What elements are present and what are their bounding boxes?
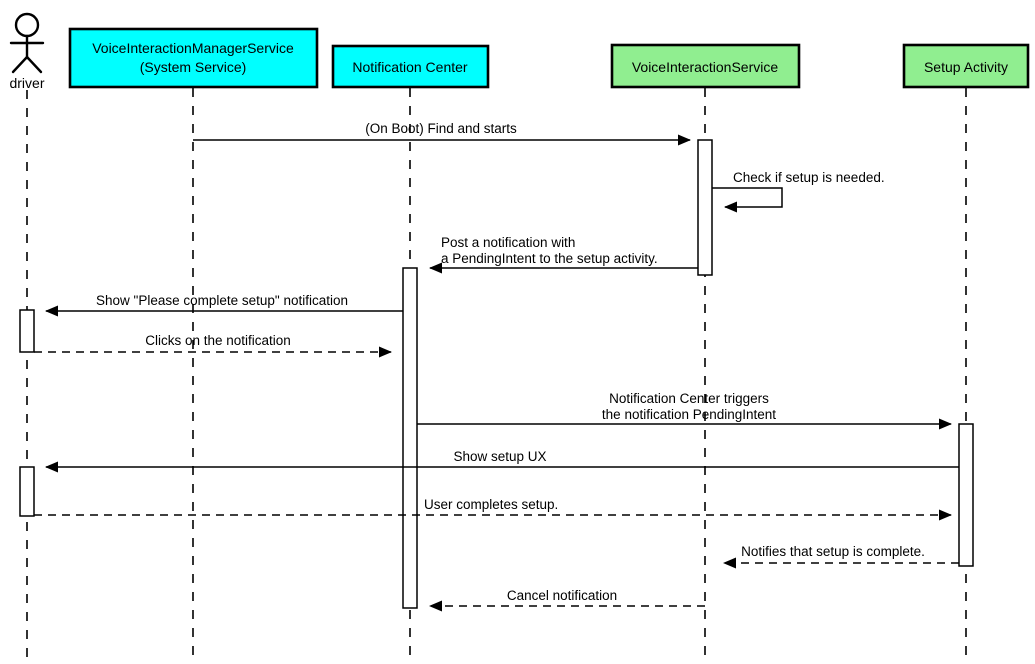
message-label-m1: (On Boot) Find and starts — [365, 121, 517, 136]
message-label-m10: Cancel notification — [507, 588, 617, 603]
message-check-if-setup-is-needed: Check if setup is needed. — [712, 170, 885, 213]
message-label-m4: Show "Please complete setup" notificatio… — [96, 293, 348, 308]
participant-notification-center-label: Notification Center — [352, 59, 468, 75]
participant-box-vims[interactable] — [68, 27, 319, 89]
message-notification-center-triggers-pendingintent: Notification Center triggers the notific… — [417, 391, 952, 430]
actor-driver-label: driver — [9, 75, 44, 91]
activation-driver-2 — [19, 466, 35, 517]
message-label-m6-line2: the notification PendingIntent — [602, 407, 776, 422]
message-label-m9: Notifies that setup is complete. — [741, 544, 925, 559]
actor-head-icon — [14, 12, 40, 38]
participant-vims[interactable]: VoiceInteractionManagerService (System S… — [68, 27, 319, 89]
participant-vims-label-line1: VoiceInteractionManagerService — [92, 40, 294, 56]
message-label-m7: Show setup UX — [453, 449, 546, 464]
message-label-m2: Check if setup is needed. — [733, 170, 885, 185]
message-show-please-complete-setup-notification: Show "Please complete setup" notificatio… — [45, 293, 403, 317]
activation-notification-center-1 — [402, 267, 418, 609]
participant-setup-activity[interactable]: Setup Activity — [902, 43, 1030, 89]
message-label-m6-line1: Notification Center triggers — [609, 391, 769, 406]
activation-driver-1 — [19, 309, 35, 353]
participant-vims-label-line2: (System Service) — [140, 59, 247, 75]
message-post-a-notification: Post a notification with a PendingIntent… — [429, 235, 698, 274]
message-on-boot-find-and-starts: (On Boot) Find and starts — [193, 121, 691, 146]
actor-leg-left-icon — [11, 55, 29, 74]
participant-notification-center[interactable]: Notification Center — [331, 44, 490, 89]
participant-voiceinteractionservice-label: VoiceInteractionService — [632, 59, 779, 75]
message-user-completes-setup: User completes setup. — [34, 497, 952, 521]
message-label-m3-line1: Post a notification with — [441, 235, 575, 250]
participant-box-voiceinteractionservice[interactable] — [610, 43, 801, 89]
activation-setup-activity-1 — [958, 423, 974, 567]
message-label-m8: User completes setup. — [424, 497, 558, 512]
message-label-m5: Clicks on the notification — [145, 333, 291, 348]
participant-voiceinteractionservice[interactable]: VoiceInteractionService — [610, 43, 801, 89]
message-arrow-m2 — [712, 187, 783, 213]
message-show-setup-ux: Show setup UX — [45, 449, 959, 473]
participant-box-notification-center[interactable] — [331, 44, 490, 89]
participant-box-setup-activity[interactable] — [902, 43, 1030, 89]
actor-driver: driver — [9, 12, 45, 91]
participant-setup-activity-label: Setup Activity — [924, 59, 1008, 75]
message-notifies-that-setup-is-complete: Notifies that setup is complete. — [723, 544, 959, 569]
message-label-m3-line2: a PendingIntent to the setup activity. — [441, 251, 658, 266]
message-clicks-on-the-notification: Clicks on the notification — [34, 333, 392, 358]
actor-leg-right-icon — [25, 55, 43, 74]
activation-voiceinteractionservice-1 — [697, 139, 713, 276]
activation-bars — [19, 139, 974, 609]
message-cancel-notification: Cancel notification — [429, 588, 705, 612]
